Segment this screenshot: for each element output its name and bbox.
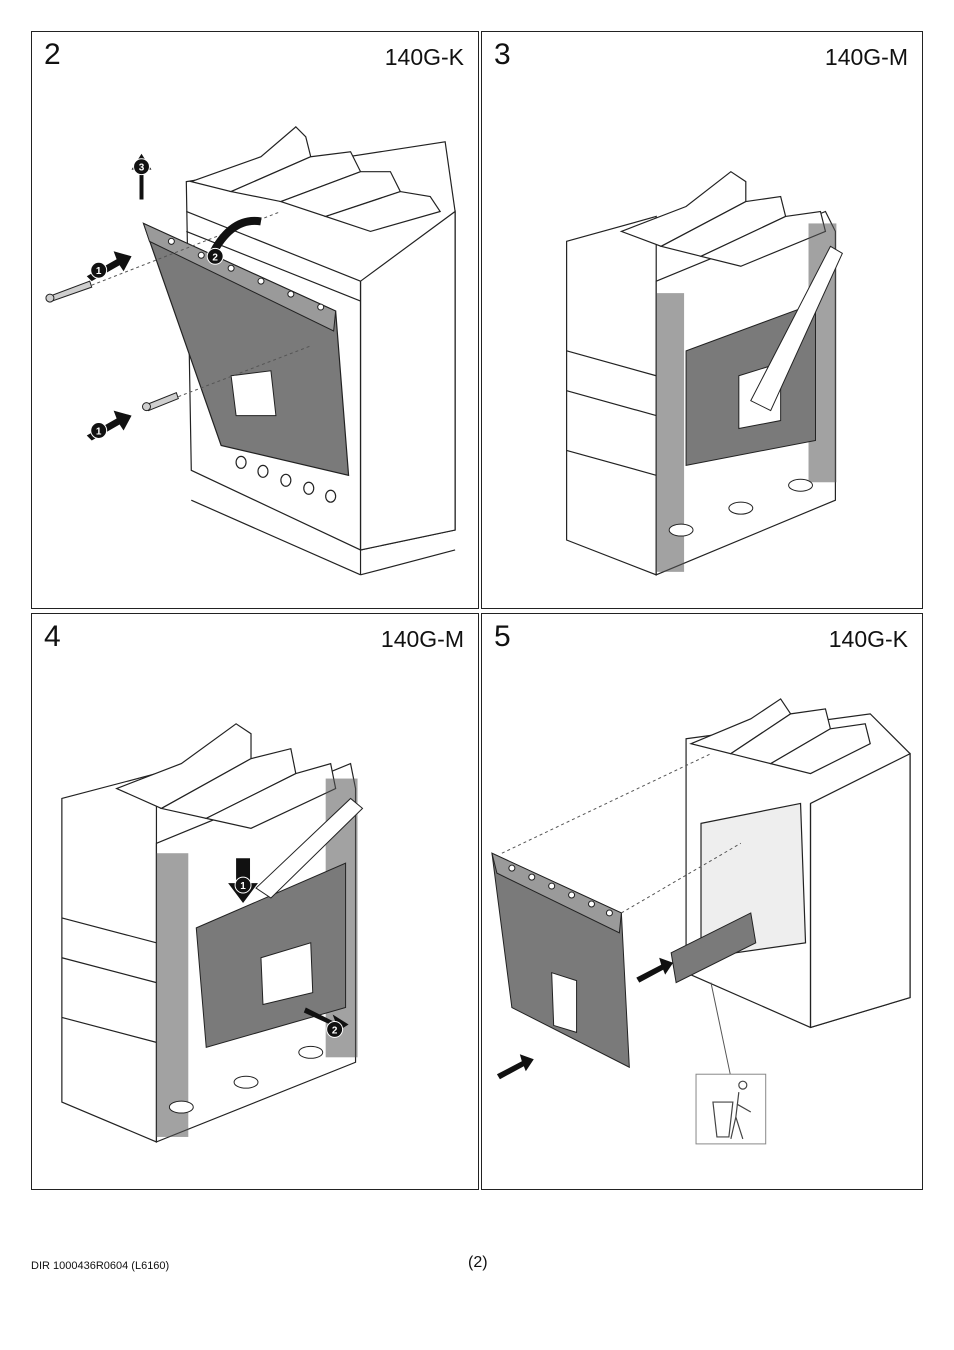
- page-number: (2): [468, 1254, 488, 1271]
- model-label: 140G-M: [824, 44, 908, 70]
- step-2-panel: 2 140G-K: [31, 31, 479, 609]
- disposal-bin-icon: [695, 1073, 767, 1145]
- step-4-panel: 4 140G-M 1 2: [31, 613, 479, 1190]
- callout-1-label: 1: [96, 426, 102, 437]
- model-label: 140G-K: [384, 44, 464, 70]
- breaker-with-handle-illustration: [566, 170, 844, 576]
- document-id: DIR 1000436R0604 (L6160): [31, 1260, 170, 1272]
- breaker-cover-removal-illustration: 1 1 2 3: [45, 126, 456, 576]
- model-label: 140G-M: [380, 626, 464, 652]
- cover-plate-removal-illustration: 1 2: [61, 723, 364, 1143]
- callout-1-label: 1: [240, 881, 246, 892]
- step-3-panel: 3 140G-M: [481, 31, 923, 609]
- callout-2-label: 2: [212, 252, 218, 263]
- step-number: 2: [44, 38, 61, 71]
- model-label: 140G-K: [828, 626, 908, 652]
- callout-1-label: 1: [96, 266, 102, 277]
- step-number: 5: [494, 620, 511, 653]
- callout-1-badge: [90, 261, 108, 279]
- step-5-panel: 5 140G-K: [481, 613, 923, 1190]
- callout-3-label: 3: [139, 163, 145, 174]
- callout-2-label: 2: [332, 1025, 338, 1036]
- step-number: 4: [44, 620, 61, 653]
- front-cover-disposal-illustration: [491, 698, 911, 1145]
- step-number: 3: [494, 38, 511, 71]
